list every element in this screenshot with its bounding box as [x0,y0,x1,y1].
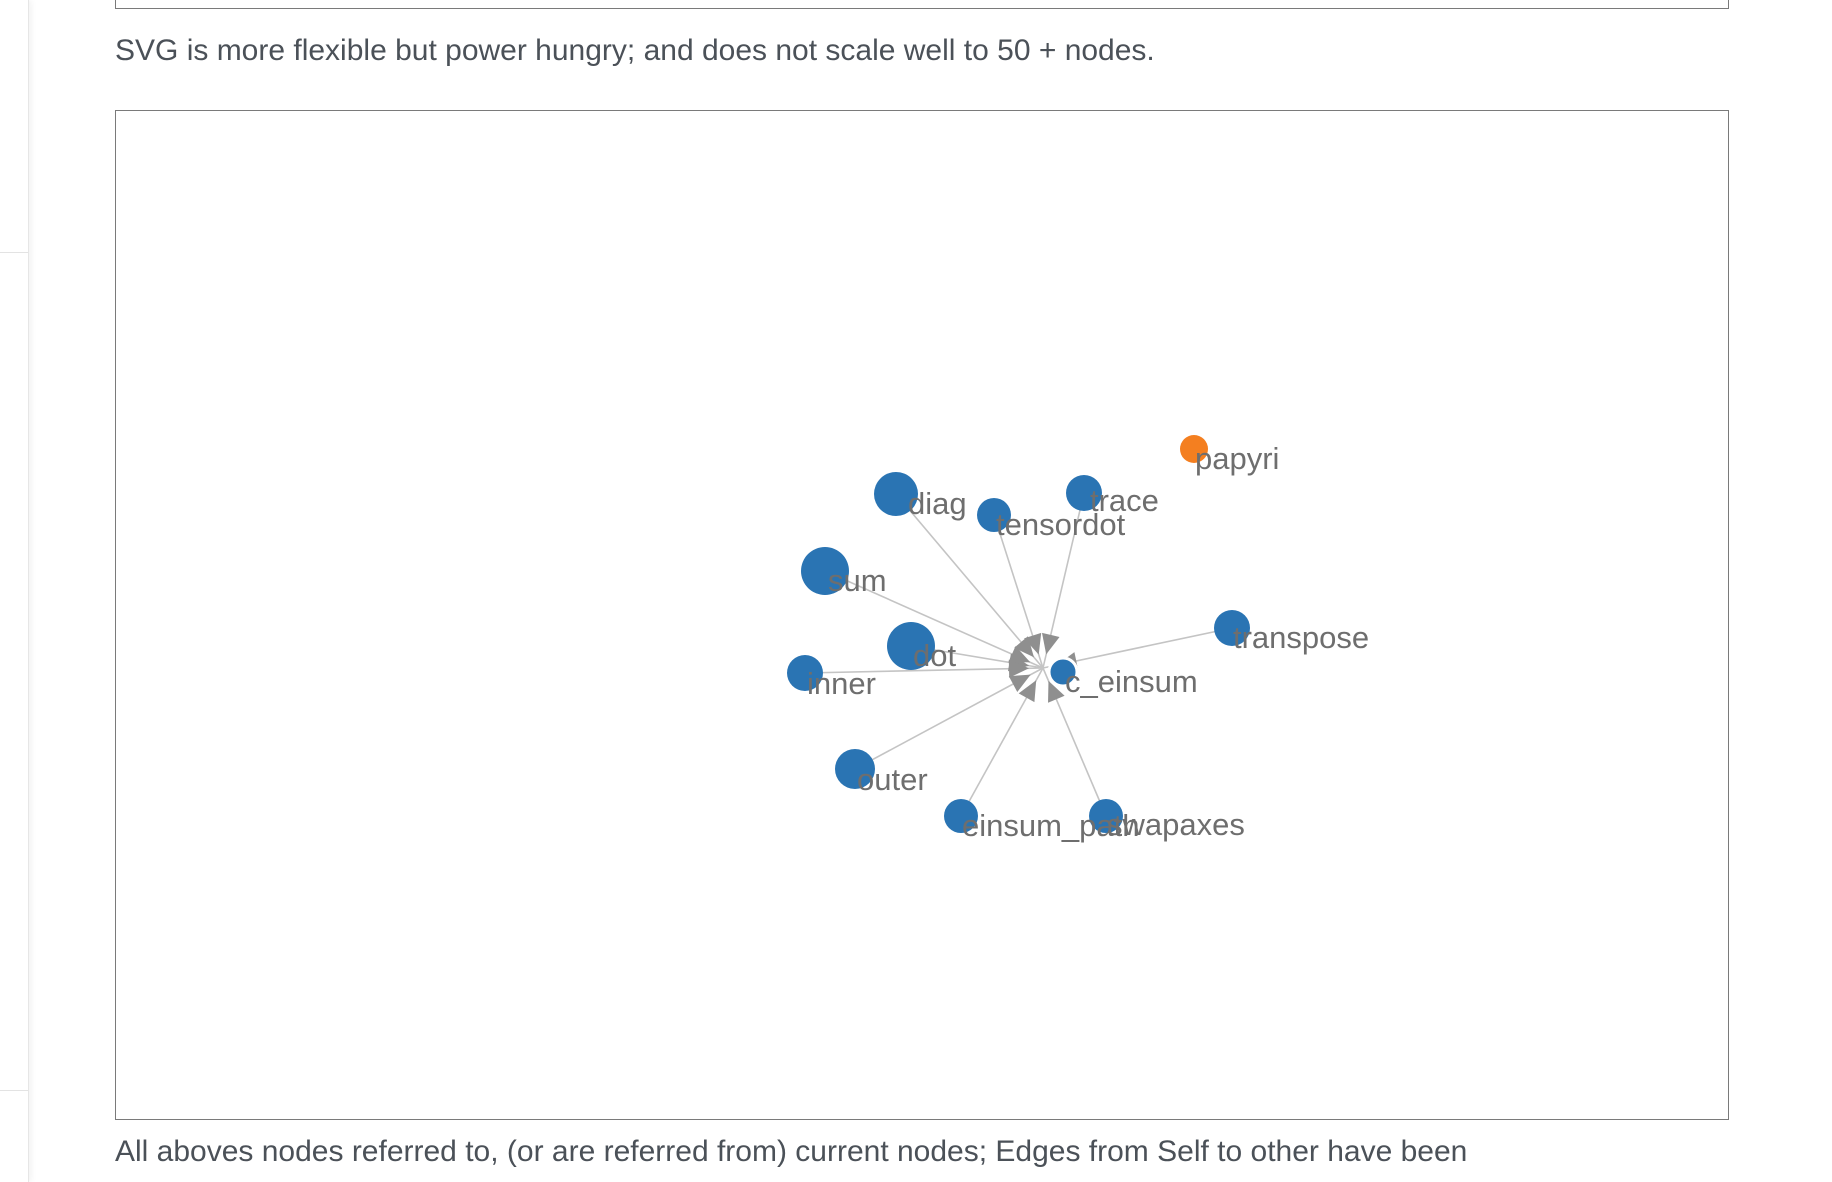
edge-inner-to-c_einsum [804,667,1044,674]
edge-sum-to-c_einsum [824,570,1044,669]
node-label-sum[interactable]: sum [828,563,887,598]
node-label-dot[interactable]: dot [913,638,956,673]
node-tensordot[interactable] [977,498,1011,532]
node-label-outer[interactable]: outer [857,762,928,797]
node-inner[interactable] [787,655,823,691]
node-label-einsum_path[interactable]: einsum_path [962,808,1140,843]
arrowhead-einsum_path [1018,680,1037,703]
edge-diag-to-c_einsum [895,493,1044,669]
node-einsum_path[interactable] [944,799,978,833]
svg-note: SVG is more flexible but power hungry; a… [115,34,1155,67]
left-sidebar-edge [0,0,29,1182]
node-dot[interactable] [887,622,935,670]
node-label-inner[interactable]: inner [807,666,876,701]
node-label-swapaxes[interactable]: swapaxes [1107,807,1245,842]
sidebar-divider [0,252,28,253]
node-label-diag[interactable]: diag [908,486,967,521]
nodes-note: All aboves nodes referred to, (or are re… [115,1135,1468,1168]
node-diag[interactable] [874,472,918,516]
arrowheads [1007,632,1079,703]
node-label-tensordot[interactable]: tensordot [996,507,1126,542]
node-label-c_einsum[interactable]: c_einsum [1065,664,1198,699]
node-papyri[interactable] [1180,435,1208,463]
node-outer[interactable] [835,749,875,789]
node-trace[interactable] [1066,475,1102,511]
sidebar-divider [0,1090,28,1091]
previous-graph-frame [115,0,1729,9]
arrowhead-tensordot [1024,632,1042,655]
node-transpose[interactable] [1214,610,1250,646]
node-sum[interactable] [801,547,849,595]
edge-outer-to-c_einsum [854,667,1044,770]
node-label-transpose[interactable]: transpose [1233,620,1369,655]
node-swapaxes[interactable] [1089,799,1123,833]
arrowhead-trace [1041,632,1060,655]
arrowhead-swapaxes [1048,680,1065,703]
node-label-trace[interactable]: trace [1090,483,1159,518]
node-label-papyri[interactable]: papyri [1195,441,1279,476]
arrowhead-inner [1008,659,1030,678]
arrowhead-outer [1008,674,1031,693]
node-c_einsum[interactable] [1047,656,1079,688]
